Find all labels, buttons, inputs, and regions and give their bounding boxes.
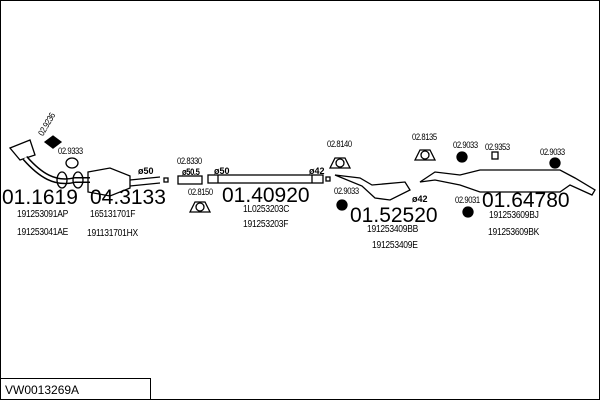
accessory-label: 02.8150 bbox=[188, 187, 213, 197]
diameter-label: ø42 bbox=[309, 166, 325, 176]
drawing-reference-box: VW0013269A bbox=[0, 378, 151, 399]
part-number-front-pipe: 01.1619 bbox=[2, 186, 78, 209]
oem-code: 191253041AE bbox=[17, 227, 69, 238]
oem-code: 191253203F bbox=[243, 219, 289, 230]
accessory-label: 02.9031 bbox=[455, 195, 480, 205]
accessory-clamps bbox=[43, 135, 561, 218]
center-box-drawing bbox=[334, 174, 411, 201]
accessory-label: 02.9033 bbox=[540, 147, 565, 157]
catalyst-drawing bbox=[87, 167, 169, 197]
oem-code: 191131701HX bbox=[87, 228, 138, 239]
diameter-label: ø50 bbox=[214, 166, 230, 176]
accessory-label: 02.9033 bbox=[453, 140, 478, 150]
oem-code: 191253091AP bbox=[17, 209, 69, 220]
accessory-label: 02.9333 bbox=[58, 146, 83, 156]
oem-code: 1L0253203C bbox=[243, 204, 290, 215]
part-number-center-box: 01.52520 bbox=[350, 204, 438, 227]
middle-pipe-drawing bbox=[207, 174, 331, 184]
part-number-middle-pipe: 01.40920 bbox=[222, 184, 310, 207]
front-pipe-drawing bbox=[8, 139, 90, 189]
oem-code: 191253409E bbox=[372, 240, 418, 251]
rear-box-drawing bbox=[419, 169, 596, 196]
oem-code: 191253609BJ bbox=[489, 210, 539, 221]
accessory-label: 02.8140 bbox=[327, 139, 352, 149]
oem-code: 165131701F bbox=[90, 209, 136, 220]
accessory-label: 02.8135 bbox=[412, 132, 437, 142]
drawing-reference: VW0013269A bbox=[5, 383, 80, 397]
diameter-label: ø50.5 bbox=[182, 167, 200, 177]
part-number-rear-box: 01.64780 bbox=[482, 189, 570, 212]
diameter-label: ø42 bbox=[412, 194, 428, 204]
part-number-catalyst: 04.3133 bbox=[90, 186, 166, 209]
accessory-label: 02.9353 bbox=[485, 142, 510, 152]
oem-code: 191253609BK bbox=[488, 227, 540, 238]
diameter-label: ø50 bbox=[138, 166, 154, 176]
accessory-label: 02.8330 bbox=[177, 156, 202, 166]
accessory-label: 02.9033 bbox=[334, 186, 359, 196]
oem-code: 191253409BB bbox=[367, 224, 419, 235]
